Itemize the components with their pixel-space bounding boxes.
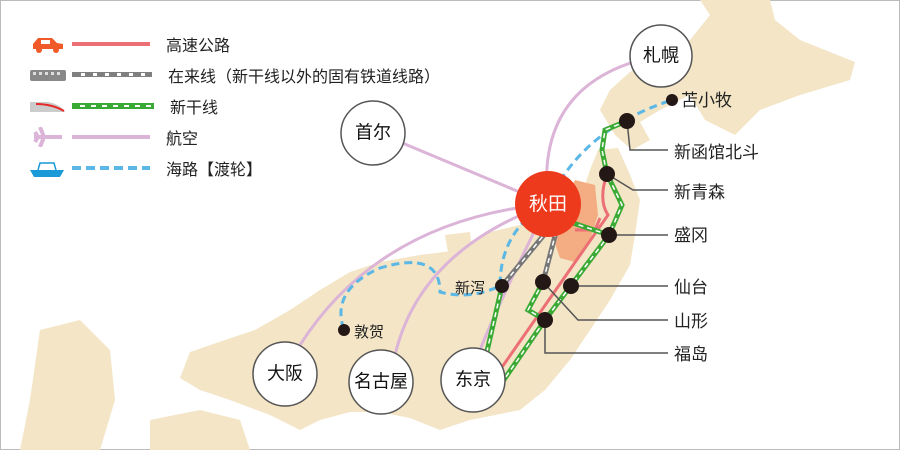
legend-label: 高速公路: [166, 35, 231, 55]
car-icon: [33, 37, 63, 53]
station-yamagata: 山形: [674, 312, 708, 332]
station-fukushima: 福岛: [674, 345, 708, 365]
sado-island: [445, 232, 472, 252]
station-niigata: 新泻: [455, 279, 485, 297]
legend-sea: 海路【渡轮】: [28, 152, 440, 183]
train-icon: [30, 69, 66, 81]
air-line-sample: [72, 134, 150, 139]
hub-akita-circle: [515, 171, 581, 237]
legend-label: 新干线: [170, 97, 219, 117]
airplane-icon: [33, 126, 62, 147]
city-seoul: 首尔: [355, 123, 391, 144]
city-nagoya: 名古屋: [354, 372, 408, 393]
city-sapporo: 札幌: [643, 46, 679, 67]
legend-label: 海路【渡轮】: [166, 159, 263, 179]
legend: 高速公路 在来线（新干线以外的固有铁道线路） 新干线 航空 海路【渡轮】: [28, 28, 440, 183]
city-tokyo: 东京: [455, 370, 491, 391]
hokkaido: [600, 0, 855, 150]
station-tsuruga: 敦贺: [354, 323, 384, 341]
kyushu: [20, 320, 115, 450]
hub-akita-label: 秋田: [529, 193, 567, 215]
ship-icon: [30, 161, 64, 177]
station-dots: [338, 94, 678, 336]
legend-air: 航空: [28, 121, 440, 152]
shinkansen-line-sample: [72, 102, 154, 109]
legend-conventional: 在来线（新干线以外的固有铁道线路）: [28, 59, 440, 90]
station-shin-hakodate: 新函馆北斗: [674, 143, 759, 163]
shinkansen-icon: [30, 101, 65, 112]
legend-expressway: 高速公路: [28, 28, 440, 59]
station-shin-aomori: 新青森: [674, 183, 725, 203]
legend-label: 航空: [166, 128, 199, 148]
station-tomakomai: 苫小牧: [681, 91, 732, 111]
shikoku: [150, 410, 250, 450]
sea-line-sample: [72, 165, 150, 170]
station-sendai: 仙台: [674, 278, 708, 298]
city-osaka: 大阪: [267, 364, 303, 385]
expressway-line-sample: [72, 41, 150, 46]
conventional-lines: [500, 228, 559, 288]
legend-shinkansen: 新干线: [28, 90, 440, 121]
city-circles: [252, 24, 693, 415]
station-morioka: 盛冈: [674, 226, 708, 246]
conventional-line-sample: [72, 72, 152, 77]
legend-label: 在来线（新干线以外的固有铁道线路）: [168, 66, 441, 86]
leader-lines: [542, 120, 668, 354]
